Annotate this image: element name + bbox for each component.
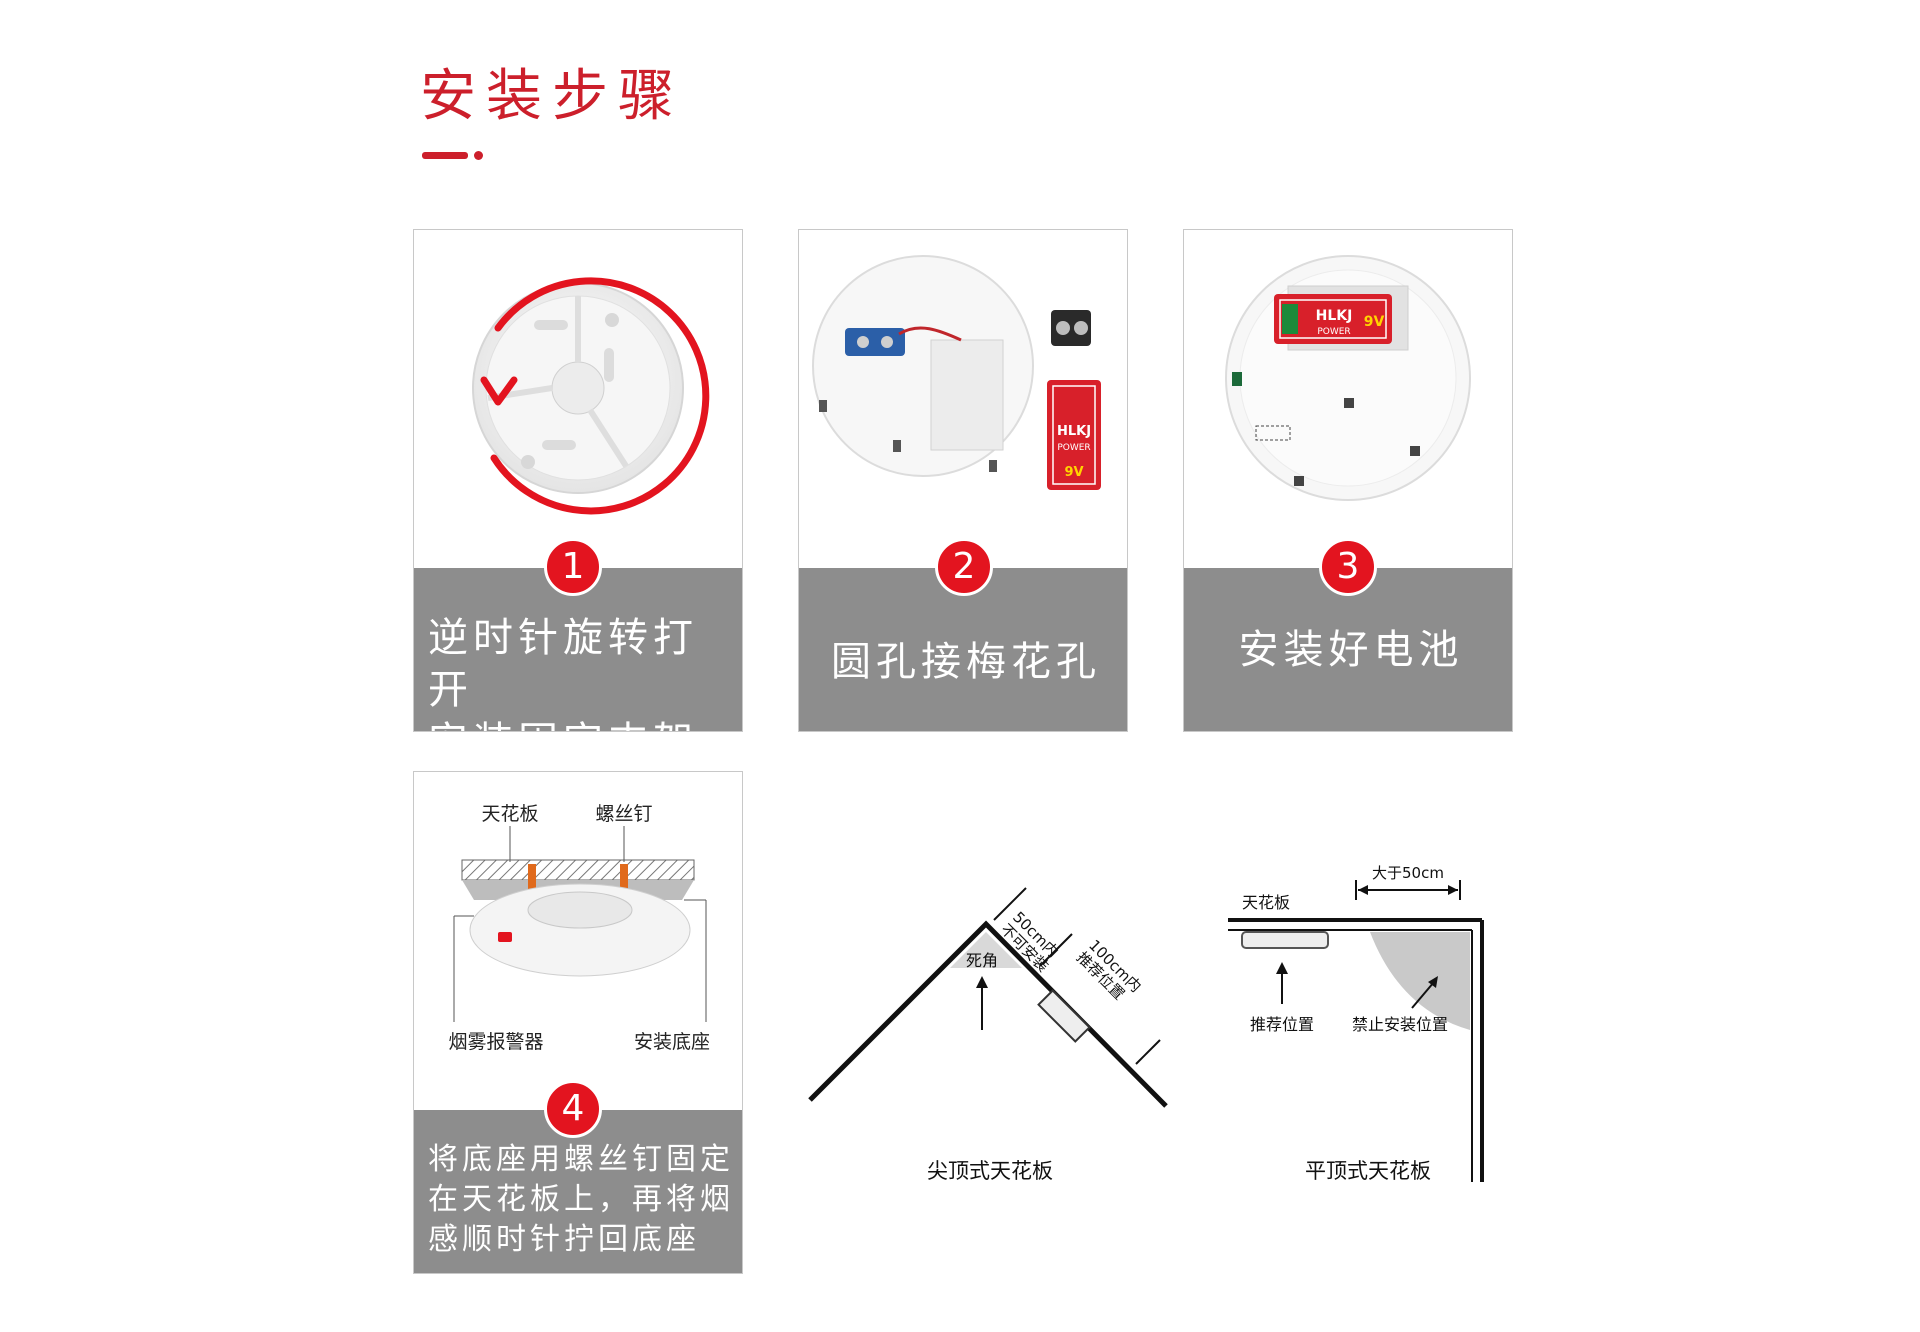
step-3-caption: 安装好电池 bbox=[1238, 627, 1464, 673]
step-4-diagram: 天花板 螺丝钉 烟雾报警器 安装底座 bbox=[414, 772, 742, 1110]
smoke-detector-icon bbox=[1037, 989, 1091, 1043]
dead-zone-label: 死角 bbox=[966, 951, 998, 970]
smoke-detector-flat-icon bbox=[1241, 931, 1329, 949]
title-accent-bar bbox=[422, 152, 468, 159]
step-1-badge: 1 bbox=[544, 538, 602, 596]
battery-voltage: 9V bbox=[1064, 465, 1083, 480]
battery-brand-3: HLKJ bbox=[1316, 308, 1353, 324]
step-3-badge: 3 bbox=[1319, 538, 1377, 596]
battery-icon bbox=[1047, 380, 1101, 490]
step-2-badge: 2 bbox=[935, 538, 993, 596]
battery-brand: HLKJ bbox=[1057, 424, 1091, 439]
battery-type: POWER bbox=[1057, 443, 1090, 453]
step-2-caption: 圆孔接梅花孔 bbox=[831, 639, 1101, 685]
pitched-ceiling-title: 尖顶式天花板 bbox=[927, 1159, 1053, 1183]
installed-battery-icon bbox=[1274, 294, 1392, 344]
step-2-photo: HLKJ POWER 9V bbox=[799, 230, 1127, 568]
screw-icon bbox=[620, 864, 628, 892]
step-1-photo bbox=[414, 230, 742, 568]
counterclockwise-rotation-arrow-icon bbox=[490, 277, 710, 515]
flat-ceiling-diagram: 天花板 大于50cm 推荐位置 禁止安装位置 平顶式天花板 bbox=[1228, 864, 1484, 1183]
flat-ceiling-label: 天花板 bbox=[1242, 893, 1290, 912]
screw-label: 螺丝钉 bbox=[595, 803, 652, 825]
title-accent-dot bbox=[474, 151, 483, 160]
recommended-label: 100cm内推荐位置 bbox=[1073, 936, 1145, 1008]
step-4-caption-box: 将底座用螺丝钉固定 在天花板上，再将烟 感顺时针拧回底座 bbox=[414, 1110, 742, 1273]
battery-voltage-3: 9V bbox=[1364, 314, 1385, 330]
step-3-caption-box: 安装好电池 bbox=[1184, 568, 1512, 731]
screw-icon bbox=[528, 864, 536, 892]
pitched-ceiling-diagram: 死角 50cm内不可安装 100cm内推荐位置 尖顶式天花板 bbox=[808, 887, 1168, 1183]
ceiling-label: 天花板 bbox=[481, 803, 538, 825]
step-card-4: 天花板 螺丝钉 烟雾报警器 安装底座 将底座用螺丝钉固定 在天花板上，再将烟 感… bbox=[413, 771, 743, 1274]
step-card-1: 逆时针旋转打开 安装固定支架 bbox=[413, 229, 743, 732]
flat-ceiling-title: 平顶式天花板 bbox=[1305, 1159, 1431, 1183]
step-1-caption: 逆时针旋转打开 安装固定支架 bbox=[428, 615, 698, 731]
flat-recommended-label: 推荐位置 bbox=[1250, 1015, 1314, 1034]
step-card-3: HLKJ POWER 9V 安装好电池 bbox=[1183, 229, 1513, 732]
smoke-alarm-icon bbox=[469, 883, 691, 977]
ceiling-board-icon bbox=[461, 859, 695, 881]
forbidden-label: 禁止安装位置 bbox=[1352, 1015, 1448, 1034]
step-4-caption: 将底座用螺丝钉固定 在天花板上，再将烟 感顺时针拧回底座 bbox=[428, 1142, 734, 1257]
battery-type-3: POWER bbox=[1317, 327, 1350, 337]
step-4-badge: 4 bbox=[544, 1080, 602, 1138]
distance-label: 大于50cm bbox=[1372, 864, 1444, 882]
page-title: 安装步骤 bbox=[420, 64, 684, 129]
smoke-alarm-label: 烟雾报警器 bbox=[448, 1031, 543, 1053]
step-3-photo: HLKJ POWER 9V bbox=[1184, 230, 1512, 568]
battery-connector-icon bbox=[845, 328, 905, 356]
mounting-base-label: 安装底座 bbox=[634, 1031, 710, 1053]
step-card-2: HLKJ POWER 9V 圆孔接梅花孔 bbox=[798, 229, 1128, 732]
